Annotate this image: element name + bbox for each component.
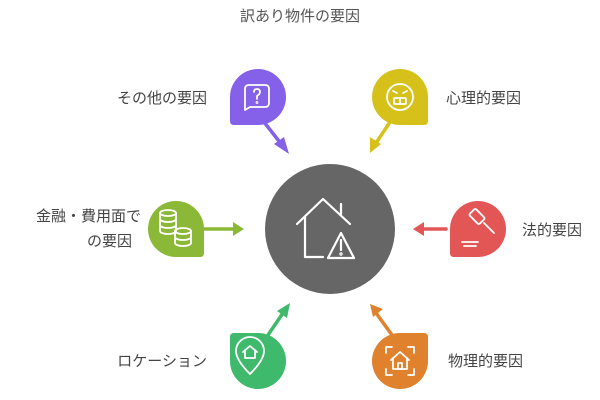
- factor-location: ロケーション: [117, 333, 286, 389]
- question-bubble-icon: [244, 84, 270, 111]
- arrow-psychological: [370, 120, 392, 153]
- factor-legal-bubble: [450, 201, 506, 257]
- factor-finance-label-line-2: の要因: [87, 232, 132, 250]
- arrow-location: [266, 303, 290, 337]
- factor-psychological-bubble: [372, 69, 428, 125]
- house-frame-icon: [385, 346, 415, 376]
- center-circle: [265, 164, 395, 294]
- factor-finance-label-line-1: 金融・費用面で: [36, 207, 141, 225]
- arrow-other: [262, 120, 289, 154]
- factor-psychological: 心理的要因: [372, 69, 521, 125]
- factor-finance: 金融・費用面で の要因: [36, 201, 204, 257]
- house-warning-icon: [295, 197, 356, 260]
- factor-location-bubble: [230, 333, 286, 389]
- factor-other-bubble: [230, 69, 286, 125]
- factor-location-label: ロケーション: [117, 352, 207, 370]
- gavel-icon: [461, 208, 495, 247]
- factor-other: その他の要因: [117, 69, 286, 125]
- diagram-title: 訳あり物件の要因: [240, 7, 360, 25]
- factor-physical-label: 物理的要因: [448, 352, 523, 370]
- factor-legal: 法的要因: [450, 201, 582, 257]
- arrow-legal: [413, 222, 448, 236]
- factor-physical: 物理的要因: [372, 333, 523, 389]
- factor-physical-bubble: [372, 333, 428, 389]
- arrow-finance: [203, 222, 244, 236]
- arrows: [203, 120, 448, 337]
- factor-psychological-label: 心理的要因: [446, 89, 521, 107]
- coin-stack-icon: [159, 209, 192, 247]
- location-pin-house-icon: [235, 336, 265, 375]
- factor-other-label: その他の要因: [117, 89, 207, 107]
- distressed-face-icon: [386, 83, 414, 111]
- center-node: [265, 164, 395, 294]
- factor-legal-label: 法的要因: [522, 221, 582, 239]
- arrow-physical: [370, 304, 394, 337]
